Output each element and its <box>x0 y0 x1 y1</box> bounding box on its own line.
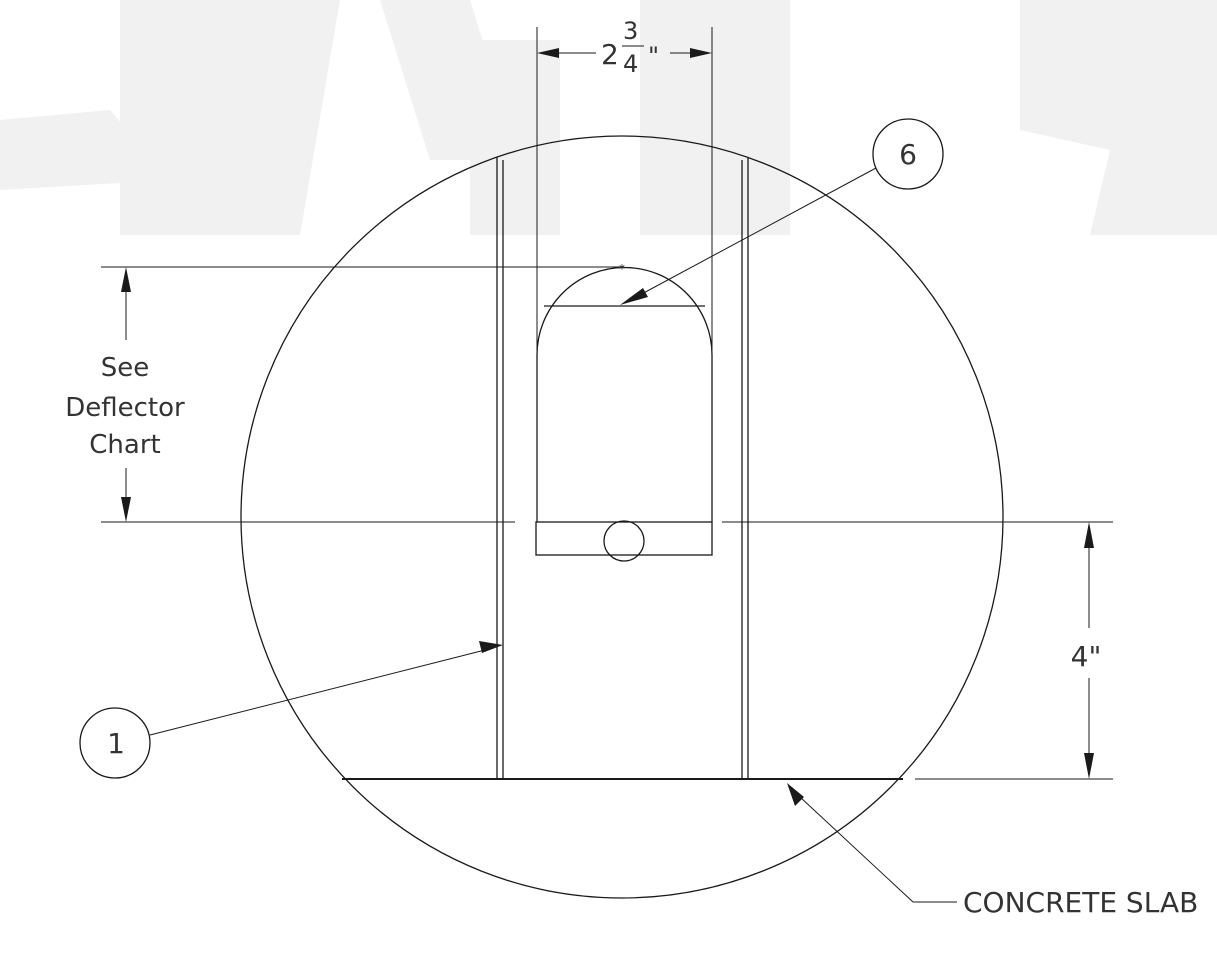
detail-circle <box>240 135 1004 899</box>
post-walls <box>496 157 749 779</box>
balloon-1-label: 1 <box>107 727 125 760</box>
asterisk-mark: * <box>619 262 625 276</box>
width-denominator: 4 <box>623 50 638 78</box>
balloon-6 <box>620 118 944 305</box>
deflector-slot <box>536 266 713 522</box>
concrete-slab-leader <box>787 783 957 903</box>
watermark <box>0 0 1217 235</box>
width-unit: " <box>648 42 659 70</box>
width-whole: 2 <box>601 38 619 71</box>
see-chart-line1: See <box>101 353 150 383</box>
height-dim-label: 4" <box>1071 640 1102 673</box>
concrete-slab-label: CONCRETE SLAB <box>963 886 1198 919</box>
width-dimension <box>536 27 713 355</box>
balloon-1 <box>79 641 503 779</box>
bolt-circle <box>603 520 645 562</box>
balloon-6-label: 6 <box>899 138 917 171</box>
deflector-dimension <box>121 267 131 522</box>
height-dimension <box>1084 522 1094 779</box>
see-chart-line2: Deflector <box>65 393 185 423</box>
see-chart-line3: Chart <box>89 430 160 460</box>
base-plate <box>535 521 713 556</box>
width-numerator: 3 <box>623 17 638 45</box>
